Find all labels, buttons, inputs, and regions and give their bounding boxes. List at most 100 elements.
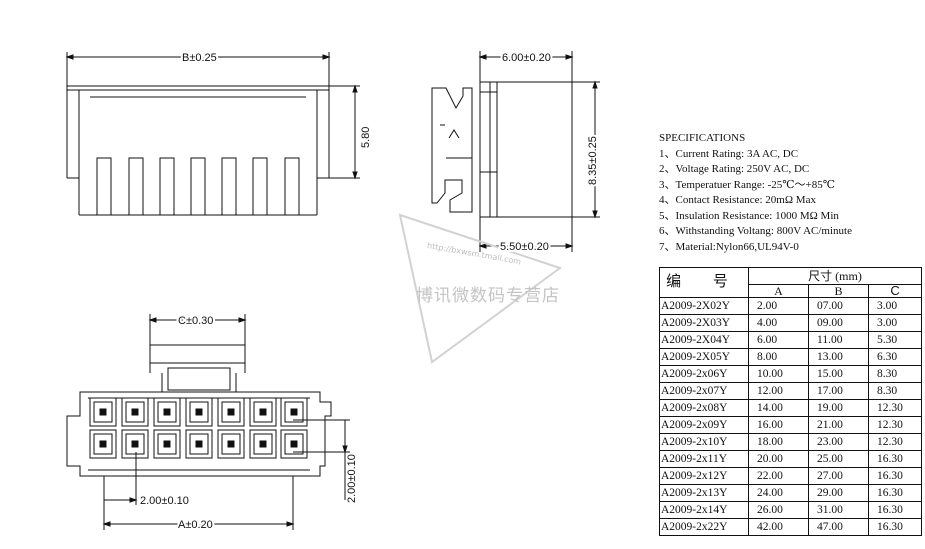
contact-cavity [185, 429, 213, 459]
part-number-cell: A2009-2x07Y [659, 382, 749, 400]
table-header-b: B [808, 284, 869, 298]
dimension-cell: 21.00 [808, 416, 869, 434]
dim-height-835: 8.35±0.25 [587, 136, 599, 185]
dimension-cell: 3.00 [867, 297, 923, 315]
contact-cavity [217, 429, 245, 459]
part-number-cell: A2009-2x06Y [659, 365, 749, 383]
side-view [431, 51, 600, 252]
front-view-pins [96, 157, 300, 216]
dimension-cell: 15.00 [808, 365, 869, 383]
dimension-cell: 8.00 [748, 348, 809, 366]
contact-cavity [153, 397, 181, 427]
dimension-cell: 16.30 [867, 450, 923, 468]
dim-pitch: 2.00±0.10 [140, 495, 189, 507]
dim-c-width: C±0.30 [178, 315, 213, 327]
contact-cavity [280, 397, 308, 427]
part-number-cell: A2009-2x09Y [659, 416, 749, 434]
part-number-cell: A2009-2X05Y [659, 348, 749, 366]
contact-cavity [280, 429, 308, 459]
part-number-cell: A2009-2X04Y [659, 331, 749, 349]
part-number-cell: A2009-2x13Y [659, 484, 749, 502]
dimension-cell: 12.00 [748, 382, 809, 400]
part-number-cell: A2009-2x11Y [659, 450, 749, 468]
spec-item: 6、Withstanding Voltang: 800V AC/minute [659, 225, 852, 237]
dimension-cell: 13.00 [808, 348, 869, 366]
dimension-cell: 12.30 [867, 399, 923, 417]
dimension-cell: 8.30 [867, 365, 923, 383]
dimension-cell: 2.00 [748, 297, 809, 315]
specifications: SPECIFICATIONS 1、Current Rating: 3A AC, … [659, 131, 921, 255]
dimension-cell: 16.30 [867, 501, 923, 519]
dimension-cell: 12.30 [867, 433, 923, 451]
dimension-cell: 18.00 [748, 433, 809, 451]
contact-cavity [217, 397, 245, 427]
part-number-cell: A2009-2x08Y [659, 399, 749, 417]
spec-item: 4、Contact Resistance: 20mΩ Max [659, 194, 816, 206]
spec-item: 7、Material:Nylon66,UL94V-0 [659, 240, 799, 253]
contact-cavity [153, 429, 181, 459]
dim-height-580: 5.80 [360, 127, 372, 148]
contact-cavity [89, 397, 117, 427]
dim-width-550: 5.50±0.20 [500, 241, 549, 253]
specifications-title: SPECIFICATIONS [659, 132, 746, 144]
dimension-cell: 22.00 [748, 467, 809, 485]
dimension-cell: 17.00 [808, 382, 869, 400]
dimension-cell: 31.00 [808, 501, 869, 519]
dimension-cell: 07.00 [808, 297, 869, 315]
dimension-cell: 8.30 [867, 382, 923, 400]
dimension-cell: 3.00 [867, 314, 923, 332]
contact-cavity [121, 397, 149, 427]
dimension-cell: 47.00 [808, 518, 869, 536]
table-header-code: 编 号 [659, 267, 749, 298]
dimension-cell: 6.00 [748, 331, 809, 349]
dimension-cell: 26.00 [748, 501, 809, 519]
front-view [65, 52, 360, 216]
part-number-cell: A2009-2X03Y [659, 314, 749, 332]
dimension-cell: 12.30 [867, 416, 923, 434]
dimension-cell: 4.00 [748, 314, 809, 332]
table-header-size: 尺寸 (mm) [747, 267, 923, 285]
dimension-cell: 42.00 [748, 518, 809, 536]
part-number-cell: A2009-2x14Y [659, 501, 749, 519]
dimension-cell: 16.30 [867, 484, 923, 502]
face-view [66, 314, 350, 530]
dimension-cell: 11.00 [808, 331, 869, 349]
face-view-contacts [89, 397, 308, 459]
dimension-cell: 14.00 [748, 399, 809, 417]
dim-width-600: 6.00±0.20 [502, 52, 551, 64]
dimension-cell: 09.00 [808, 314, 869, 332]
dim-b-width: B±0.25 [182, 52, 217, 64]
dimension-cell: 19.00 [808, 399, 869, 417]
table-header-a: A [748, 284, 809, 298]
dimension-cell: 5.30 [867, 331, 923, 349]
contact-cavity [249, 429, 277, 459]
dimension-cell: 16.30 [867, 467, 923, 485]
dimension-cell: 16.30 [867, 518, 923, 536]
contact-cavity [185, 397, 213, 427]
contact-cavity [89, 429, 117, 459]
dimension-cell: 23.00 [808, 433, 869, 451]
dimension-cell: 20.00 [748, 450, 809, 468]
contact-cavity [249, 397, 277, 427]
spec-item: 2、Voltage Rating: 250V AC, DC [659, 163, 810, 175]
part-number-cell: A2009-2x22Y [659, 518, 749, 536]
spec-item: 5、Insulation Resistance: 1000 MΩ Min [659, 209, 839, 222]
dimension-cell: 24.00 [748, 484, 809, 502]
contact-cavity [121, 429, 149, 459]
dimension-labels: B±0.25 5.80 6.00±0.20 8.35±0.25 5.50±0.2… [140, 50, 601, 533]
dimension-cell: 29.00 [808, 484, 869, 502]
